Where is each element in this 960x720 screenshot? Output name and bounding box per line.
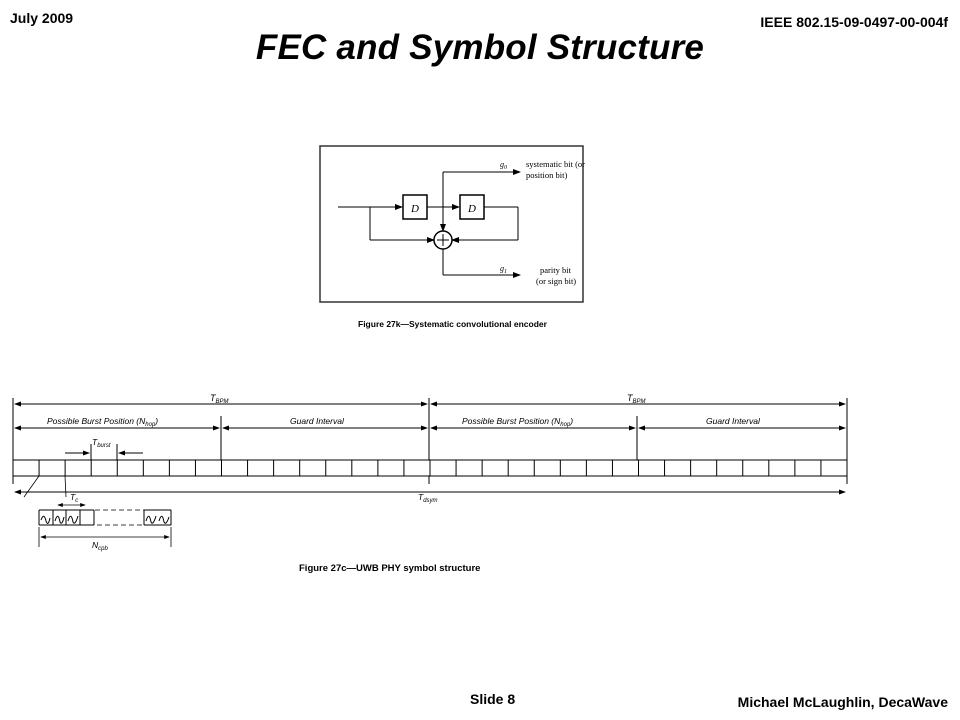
guard-interval-label-2: Guard Interval: [706, 416, 761, 426]
burst-position-label-2: Possible Burst Position (Nhop): [462, 416, 573, 428]
tdsym-label: Tdsym: [418, 492, 438, 504]
slide-title: FEC and Symbol Structure: [255, 28, 705, 67]
g0-label: g0: [500, 160, 507, 171]
header-doc-id: IEEE 802.15-09-0497-00-004f: [760, 14, 948, 30]
g1-label: g1: [500, 264, 507, 275]
systematic-output-label-2: position bit): [526, 170, 567, 180]
burst-position-label-1: Possible Burst Position (Nhop): [47, 416, 158, 428]
delay-block-2: [459, 194, 485, 220]
guard-interval-label-1: Guard Interval: [290, 416, 345, 426]
delay-block-2-label: D: [467, 203, 476, 215]
delay-block-1: [402, 194, 428, 220]
convolutional-encoder-diagram: D D g0 g1 systematic bit (or position bi…: [319, 145, 585, 329]
parity-output-label-1: parity bit: [540, 265, 572, 275]
delay-block-1-label: D: [410, 203, 419, 215]
tburst-label: Tburst: [92, 437, 111, 449]
footer-slide-number: Slide 8: [470, 691, 516, 707]
tbpm-label-2: TBPM: [627, 393, 646, 405]
tc-label: Tc: [70, 492, 78, 504]
symbol-figure-caption: Figure 27c—UWB PHY symbol structure: [299, 563, 480, 574]
parity-output-label-2: (or sign bit): [536, 276, 576, 286]
symbol-structure-diagram: TBPM TBPM Possible Burst Position (Nhop)…: [12, 393, 848, 574]
systematic-output-label-1: systematic bit (or: [526, 159, 585, 169]
header-date: July 2009: [10, 10, 74, 26]
ncpb-label: Ncpb: [92, 540, 108, 552]
tbpm-label-1: TBPM: [210, 393, 229, 405]
burst-slots: [38, 460, 822, 476]
encoder-figure-caption: Figure 27k—Systematic convolutional enco…: [358, 319, 548, 329]
encoder-frame: [319, 145, 584, 303]
footer-author: Michael McLaughlin, DecaWave: [737, 694, 948, 710]
